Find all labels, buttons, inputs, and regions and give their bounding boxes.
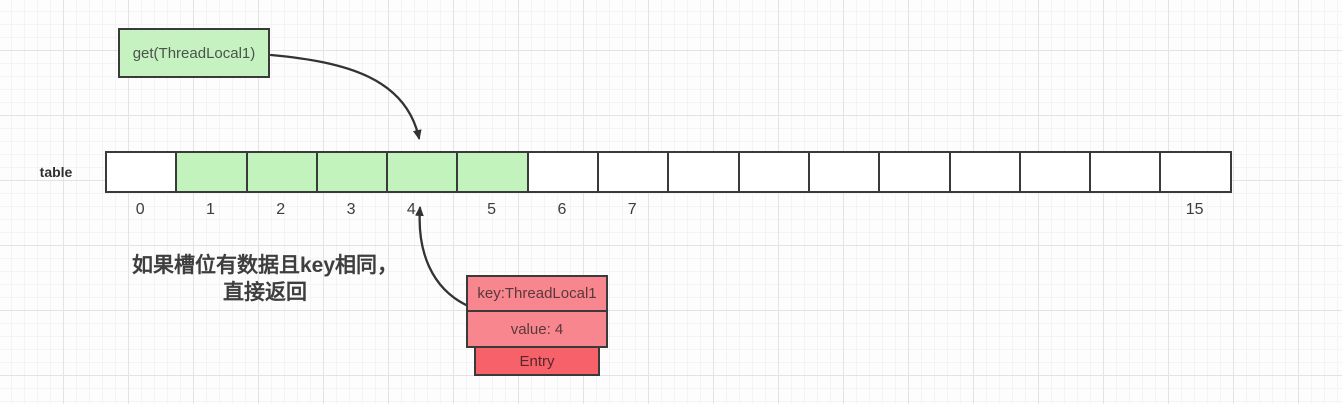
table-cell-4 (386, 151, 459, 193)
caption-line1: 如果槽位有数据且key相同， (131, 254, 399, 277)
index-label-2: 2 (276, 201, 286, 218)
index-label-15: 15 (1185, 201, 1204, 218)
table-cell-3 (315, 151, 389, 193)
table-cell-7 (597, 151, 670, 193)
get-call-box: get(ThreadLocal1) (118, 28, 270, 78)
table-cell-11 (878, 151, 951, 193)
index-label-10 (808, 201, 878, 219)
index-label-7: 7 (627, 201, 637, 218)
index-label-12 (949, 201, 1019, 219)
index-row: 0 1 2 3 4 5 6 7 15 (105, 201, 1230, 219)
entry-key-label: key:ThreadLocal1 (477, 285, 597, 302)
entry-type-box: Entry (474, 346, 600, 376)
index-label-3: 3 (346, 201, 356, 218)
table-cell-1 (175, 151, 248, 193)
entry-type-label: Entry (519, 352, 555, 370)
table-cell-15 (1159, 151, 1232, 193)
index-label-11 (878, 201, 948, 219)
table-cell-5 (456, 151, 529, 193)
table-cell-13 (1018, 151, 1092, 193)
table-label: table (39, 164, 73, 180)
index-label-8 (667, 201, 737, 219)
entry-value-box: value: 4 (466, 310, 608, 348)
index-label-1: 1 (205, 201, 215, 218)
entry-stack: key:ThreadLocal1 value: 4 Entry (466, 275, 608, 376)
entry-value-label: value: 4 (510, 320, 564, 338)
table-cell-12 (948, 151, 1021, 193)
table-cell-2 (245, 151, 318, 193)
table-cell-9 (737, 151, 810, 193)
table-cell-14 (1089, 151, 1162, 193)
index-label-13 (1019, 201, 1089, 219)
index-label-9 (738, 201, 808, 219)
arrow-get-to-slot4 (269, 53, 422, 140)
index-label-0: 0 (135, 201, 145, 218)
get-call-label: get(ThreadLocal1) (132, 44, 256, 62)
index-label-4: 4 (406, 201, 416, 218)
index-label-5: 5 (487, 201, 497, 218)
caption-line2: 直接返回 (223, 281, 307, 304)
index-label-14 (1089, 201, 1159, 219)
table-cell-8 (667, 151, 740, 193)
table-cell-10 (807, 151, 881, 193)
index-label-6: 6 (557, 201, 567, 218)
table-row (105, 151, 1232, 193)
table-cell-0 (105, 151, 178, 193)
table-cell-6 (526, 151, 600, 193)
caption: 如果槽位有数据且key相同， 直接返回 (95, 252, 435, 306)
entry-key-box: key:ThreadLocal1 (466, 275, 608, 312)
